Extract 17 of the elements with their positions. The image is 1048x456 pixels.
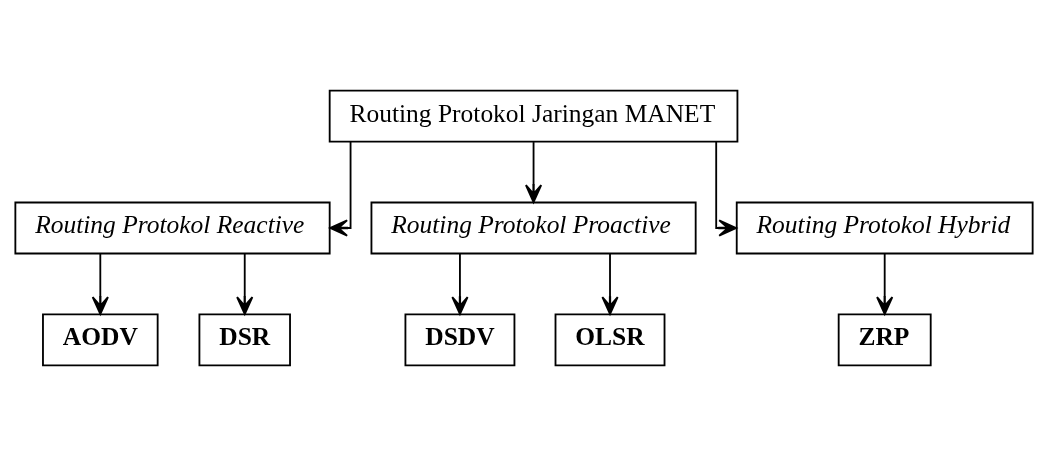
arrow <box>91 253 109 315</box>
arrow <box>876 253 894 315</box>
node-box: Routing Protokol Jaringan MANET <box>328 89 739 143</box>
arrow <box>601 253 619 315</box>
node-box: Routing Protokol Proactive <box>370 201 697 255</box>
arrow <box>451 253 469 315</box>
arrow <box>236 253 254 315</box>
node-box: OLSR <box>554 313 666 367</box>
node-box: Routing Protokol Hybrid <box>735 201 1034 255</box>
node-box: Routing Protokol Reactive <box>14 201 331 255</box>
arrow <box>329 141 352 237</box>
arrow <box>715 141 738 237</box>
node-box: AODV <box>42 313 159 367</box>
node-box: ZRP <box>837 313 932 367</box>
node-box: DSR <box>198 313 291 367</box>
node-box: DSDV <box>404 313 516 367</box>
arrow <box>525 141 543 204</box>
